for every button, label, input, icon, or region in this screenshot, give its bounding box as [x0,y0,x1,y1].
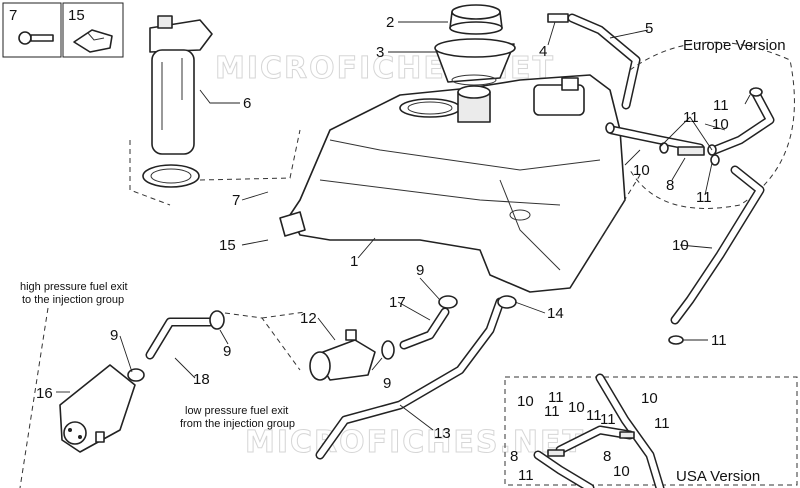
dash-route-a [19,307,49,488]
leader-lines [56,21,751,431]
callout-eu-hose-a: 10 [712,116,729,133]
watermark-bottom: MICROFICHES.NET [245,425,585,460]
high-pressure-hose [127,310,225,382]
callout-eu-clamp-c: 11 [696,189,712,206]
note-high-pressure-line1: high pressure fuel exit [20,281,128,293]
callout-usa-11-d: 11 [600,411,616,428]
usa-version-region: USA Version [504,373,798,488]
screw-icon [18,31,54,45]
callout-eu-clamp-b: 11 [683,109,699,126]
callout-vent-hose-top: 5 [645,20,653,37]
legend-box-clip-number: 15 [68,7,85,24]
note-low-pressure-line2: from the injection group [180,418,295,430]
legend-box-clip: 15 [62,2,124,58]
dash-route-b [224,312,301,371]
callout-eu-hose-b: 10 [633,162,650,179]
fuel-cap [449,4,503,35]
callout-usa-8-a: 8 [510,448,518,465]
t-fitting-eu [677,146,705,156]
callout-tank: 1 [350,253,358,270]
usa-version-label: USA Version [676,468,760,485]
injection-body [59,364,136,453]
callout-cap-gasket: 3 [376,44,384,61]
callout-usa-10-b: 10 [568,399,585,416]
fuel-filter [309,329,395,381]
callout-screw: 7 [232,192,240,209]
cap-gasket [434,38,516,86]
dash-route-c [261,311,306,319]
fuel-pump-assembly [129,15,213,206]
low-pressure-hose [315,295,517,460]
callout-usa-10-c: 10 [641,390,658,407]
callout-clip: 15 [219,237,236,254]
vent-connector [547,13,569,23]
callout-hose-low: 13 [434,425,451,442]
callout-usa-11-a: 11 [548,389,564,406]
callout-usa-11-c: 11 [544,403,560,420]
callout-hose-long: 10 [672,237,689,254]
note-high-pressure-line2: to the injection group [22,294,124,306]
callout-fuel-pump: 6 [243,95,251,112]
callout-clamp-16-b: 9 [223,343,231,360]
callout-clamp-tank: 14 [547,305,564,322]
callout-clamp-long: 11 [711,332,727,349]
legend-box-screw-number: 7 [9,7,17,24]
callout-filter: 12 [300,310,317,327]
callout-vent-connector: 4 [539,43,547,60]
note-low-pressure-line1: low pressure fuel exit [185,405,288,417]
callout-filter-hose: 17 [389,294,406,311]
long-vent-hose [668,165,765,345]
callout-eu-clamp-a: 11 [713,97,729,114]
europe-version-label: Europe Version [683,37,786,54]
callout-usa-10-a: 10 [517,393,534,410]
fuel-tank [279,74,626,293]
callout-hose-high: 18 [193,371,210,388]
callout-clamp-eu: 9 [416,262,424,279]
dash-route-d [199,129,301,181]
callout-eu-t-fitting: 8 [666,177,674,194]
callout-cap: 2 [386,14,394,31]
callout-injection-body: 16 [36,385,53,402]
callout-usa-10-d: 10 [613,463,630,480]
callout-usa-11-b: 11 [586,407,602,424]
callout-clamp-filter: 9 [383,375,391,392]
callout-usa-11-f: 11 [518,467,534,484]
clip-icon [73,29,113,53]
callout-clamp-16-a: 9 [110,327,118,344]
callout-usa-8-b: 8 [603,448,611,465]
legend-box-screw: 7 [2,2,62,58]
europe-version-region: Europe Version [599,37,795,241]
vent-hose-top [567,13,641,110]
filter-hose [399,295,458,350]
callout-usa-11-e: 11 [654,415,670,432]
